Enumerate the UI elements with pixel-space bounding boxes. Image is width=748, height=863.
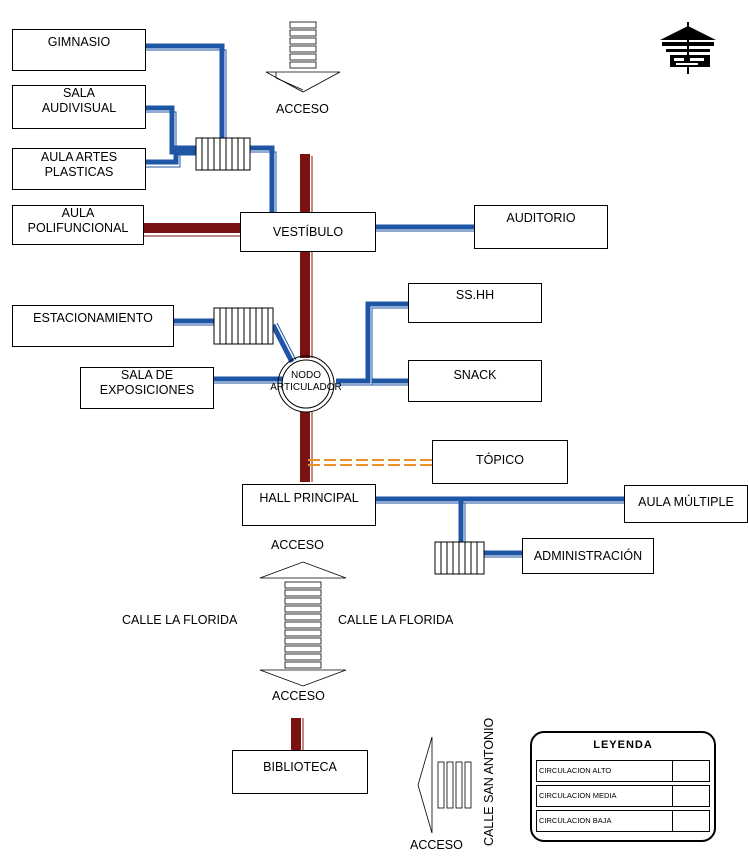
node-sala-exposiciones: SALA DE EXPOSICIONES xyxy=(80,367,214,409)
calle-la-florida-right: CALLE LA FLORIDA xyxy=(338,613,454,627)
legend: LEYENDA CIRCULACION ALTO CIRCULACION MED… xyxy=(530,731,716,842)
node-estacionamiento-label: ESTACIONAMIENTO xyxy=(33,311,153,325)
legend-row-media: CIRCULACION MEDIA xyxy=(536,785,710,807)
circulation-high-paths xyxy=(144,154,313,750)
node-estacionamiento: ESTACIONAMIENTO xyxy=(12,305,174,347)
node-aula-multiple: AULA MÚLTIPLE xyxy=(624,485,748,523)
node-nodo-articulador-label: NODO ARTICULADOR xyxy=(270,370,342,393)
high-biblioteca xyxy=(291,718,301,750)
stair-estacionamiento xyxy=(213,307,274,345)
legend-separator xyxy=(672,786,673,806)
node-auditorio-label: AUDITORIO xyxy=(506,211,576,225)
high-polifuncional xyxy=(144,223,240,233)
node-aula-polifuncional: AULA POLIFUNCIONAL xyxy=(12,205,144,245)
acceso-hall-label: ACCESO xyxy=(271,538,324,552)
acceso-right-label: ACCESO xyxy=(410,838,463,852)
node-gimnasio-label: GIMNASIO xyxy=(47,35,111,49)
node-aula-artes-label: AULA ARTES PLASTICAS xyxy=(40,150,118,179)
node-hall-principal: HALL PRINCIPAL xyxy=(242,484,376,526)
legend-separator xyxy=(672,811,673,831)
legend-separator xyxy=(672,761,673,781)
legend-row-baja-label: CIRCULACION BAJA xyxy=(539,816,612,825)
node-sala-exposiciones-label: SALA DE EXPOSICIONES xyxy=(99,368,195,397)
legend-title: LEYENDA xyxy=(593,739,653,751)
node-biblioteca-label: BIBLIOTECA xyxy=(263,760,337,774)
nodo-circle xyxy=(277,355,335,413)
acceso-top-label: ACCESO xyxy=(276,102,329,116)
calle-san-antonio-label: CALLE SAN ANTONIO xyxy=(482,717,496,846)
circulation-low-path xyxy=(308,459,432,466)
node-vestibulo: VESTÍBULO xyxy=(240,212,376,252)
node-hall-principal-label: HALL PRINCIPAL xyxy=(259,491,359,505)
node-biblioteca: BIBLIOTECA xyxy=(232,750,368,794)
acceso-bottom-label: ACCESO xyxy=(272,689,325,703)
circulation-medium-paths xyxy=(146,43,624,558)
calle-la-florida-left: CALLE LA FLORIDA xyxy=(122,613,238,627)
node-sshh: SS.HH xyxy=(408,283,542,323)
access-arrow-main xyxy=(259,561,347,687)
node-aula-polifuncional-label: AULA POLIFUNCIONAL xyxy=(27,206,129,235)
high-vestibulo-nodo xyxy=(300,252,310,358)
compass-rose-icon xyxy=(660,22,716,74)
stair-administracion xyxy=(434,541,485,575)
legend-row-alto-label: CIRCULACION ALTO xyxy=(539,766,612,775)
node-aula-multiple-label: AULA MÚLTIPLE xyxy=(638,495,734,509)
node-administracion: ADMINISTRACIÓN xyxy=(522,538,654,574)
node-sala-audivisual: SALA AUDIVISUAL xyxy=(12,85,146,129)
node-aula-artes: AULA ARTES PLASTICAS xyxy=(12,148,146,190)
access-arrow-right xyxy=(417,736,472,834)
legend-row-baja: CIRCULACION BAJA xyxy=(536,810,710,832)
node-topico: TÓPICO xyxy=(432,440,568,484)
node-administracion-label: ADMINISTRACIÓN xyxy=(533,548,643,563)
high-nodo-hall xyxy=(300,412,310,482)
access-arrow-top xyxy=(265,21,341,93)
high-vestibulo-top xyxy=(300,154,310,212)
node-gimnasio: GIMNASIO xyxy=(12,29,146,71)
node-snack: SNACK xyxy=(408,360,542,402)
node-sala-audivisual-label: SALA AUDIVISUAL xyxy=(41,86,117,115)
legend-row-media-label: CIRCULACION MEDIA xyxy=(539,791,617,800)
legend-row-alto: CIRCULACION ALTO xyxy=(536,760,710,782)
node-sshh-label: SS.HH xyxy=(455,288,495,302)
node-vestibulo-label: VESTÍBULO xyxy=(272,224,344,239)
node-snack-label: SNACK xyxy=(453,368,497,382)
node-auditorio: AUDITORIO xyxy=(474,205,608,249)
stair-artes xyxy=(195,137,251,171)
node-topico-label: TÓPICO xyxy=(476,453,524,467)
